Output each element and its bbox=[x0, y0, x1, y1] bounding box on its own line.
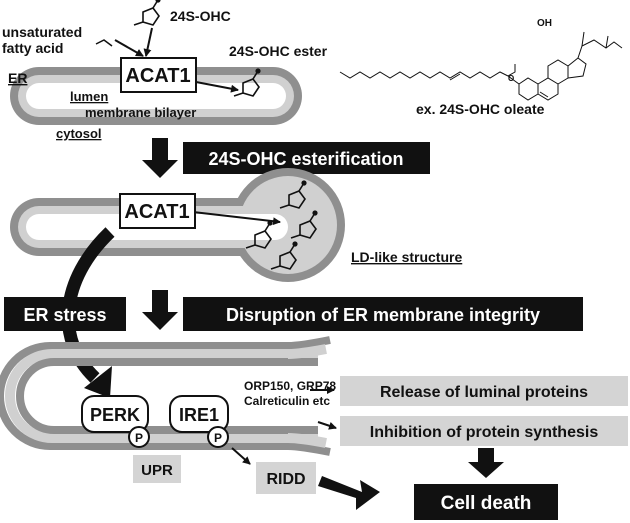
oxygen-label: O bbox=[508, 74, 514, 83]
24s-ohc-ester-label: 24S-OHC ester bbox=[229, 43, 328, 59]
release-label: Release of luminal proteins bbox=[380, 384, 588, 401]
upr-label: UPR bbox=[141, 462, 173, 479]
oh-group-label: OH bbox=[537, 18, 552, 29]
perk-box bbox=[81, 395, 149, 433]
fatty-acid-label: fatty acid bbox=[2, 40, 63, 56]
er-membrane-middle bbox=[10, 168, 345, 282]
ridd-box bbox=[256, 462, 316, 494]
disruption-label: Disruption of ER membrane integrity bbox=[226, 305, 540, 325]
acat1-box-middle bbox=[119, 193, 196, 229]
disruption-banner bbox=[183, 297, 583, 331]
inhibition-to-death-arrow bbox=[468, 448, 504, 478]
down-arrow-1 bbox=[142, 138, 178, 178]
ester-output-arrow bbox=[195, 81, 239, 93]
ohc-input-arrow bbox=[143, 27, 153, 57]
er-membrane-top bbox=[10, 67, 302, 125]
ire1-phospho-icon bbox=[207, 426, 229, 448]
perk-label: PERK bbox=[90, 405, 140, 425]
ire1-label: IRE1 bbox=[179, 405, 219, 425]
cell-death-banner bbox=[414, 484, 558, 520]
inhibition-box bbox=[340, 416, 628, 446]
unsaturated-label: unsaturated bbox=[2, 24, 82, 40]
24s-ohc-oleate-structure bbox=[339, 31, 623, 101]
acat1-label-middle: ACAT1 bbox=[124, 201, 189, 223]
esterification-label: 24S-OHC esterification bbox=[208, 149, 403, 169]
cell-death-label: Cell death bbox=[441, 493, 532, 514]
oleate-example-label: ex. 24S-OHC oleate bbox=[416, 101, 545, 117]
perk-p-label: P bbox=[135, 431, 143, 445]
release-box bbox=[340, 376, 628, 406]
ire1-p-label: P bbox=[214, 431, 222, 445]
inhibition-label: Inhibition of protein synthesis bbox=[370, 424, 599, 441]
ridd-label: RIDD bbox=[266, 471, 305, 488]
cytosol-label: cytosol bbox=[56, 126, 102, 141]
er-stress-label: ER stress bbox=[23, 305, 106, 325]
er-stress-banner bbox=[4, 297, 126, 331]
ridd-arrow bbox=[231, 447, 251, 465]
calreticulin-label: Calreticulin etc bbox=[244, 394, 330, 408]
er-membrane-bottom bbox=[0, 336, 331, 456]
24s-ohc-label: 24S-OHC bbox=[170, 8, 231, 24]
acat1-box-top bbox=[120, 57, 197, 93]
acat1-to-ld-arrow bbox=[192, 211, 281, 226]
er-label: ER bbox=[8, 70, 27, 86]
perk-phospho-icon bbox=[128, 426, 150, 448]
lumen-label: lumen bbox=[70, 89, 108, 104]
24s-ohc-molecule-icon bbox=[133, 0, 162, 26]
fatty-acid-icon bbox=[95, 39, 113, 47]
ire1-box bbox=[169, 395, 229, 433]
acat1-label-top: ACAT1 bbox=[125, 65, 190, 87]
er-stress-arrow-head bbox=[84, 366, 112, 398]
ld-like-structure-label: LD-like structure bbox=[351, 249, 462, 265]
ridd-to-death-arrow bbox=[318, 476, 380, 510]
membrane-bilayer-label: membrane bilayer bbox=[85, 105, 196, 120]
fatty-acid-input-arrow bbox=[114, 39, 144, 57]
inhibition-arrow bbox=[317, 421, 337, 430]
upr-box bbox=[133, 455, 181, 483]
down-arrow-2 bbox=[142, 290, 178, 330]
esterification-banner bbox=[183, 142, 430, 174]
